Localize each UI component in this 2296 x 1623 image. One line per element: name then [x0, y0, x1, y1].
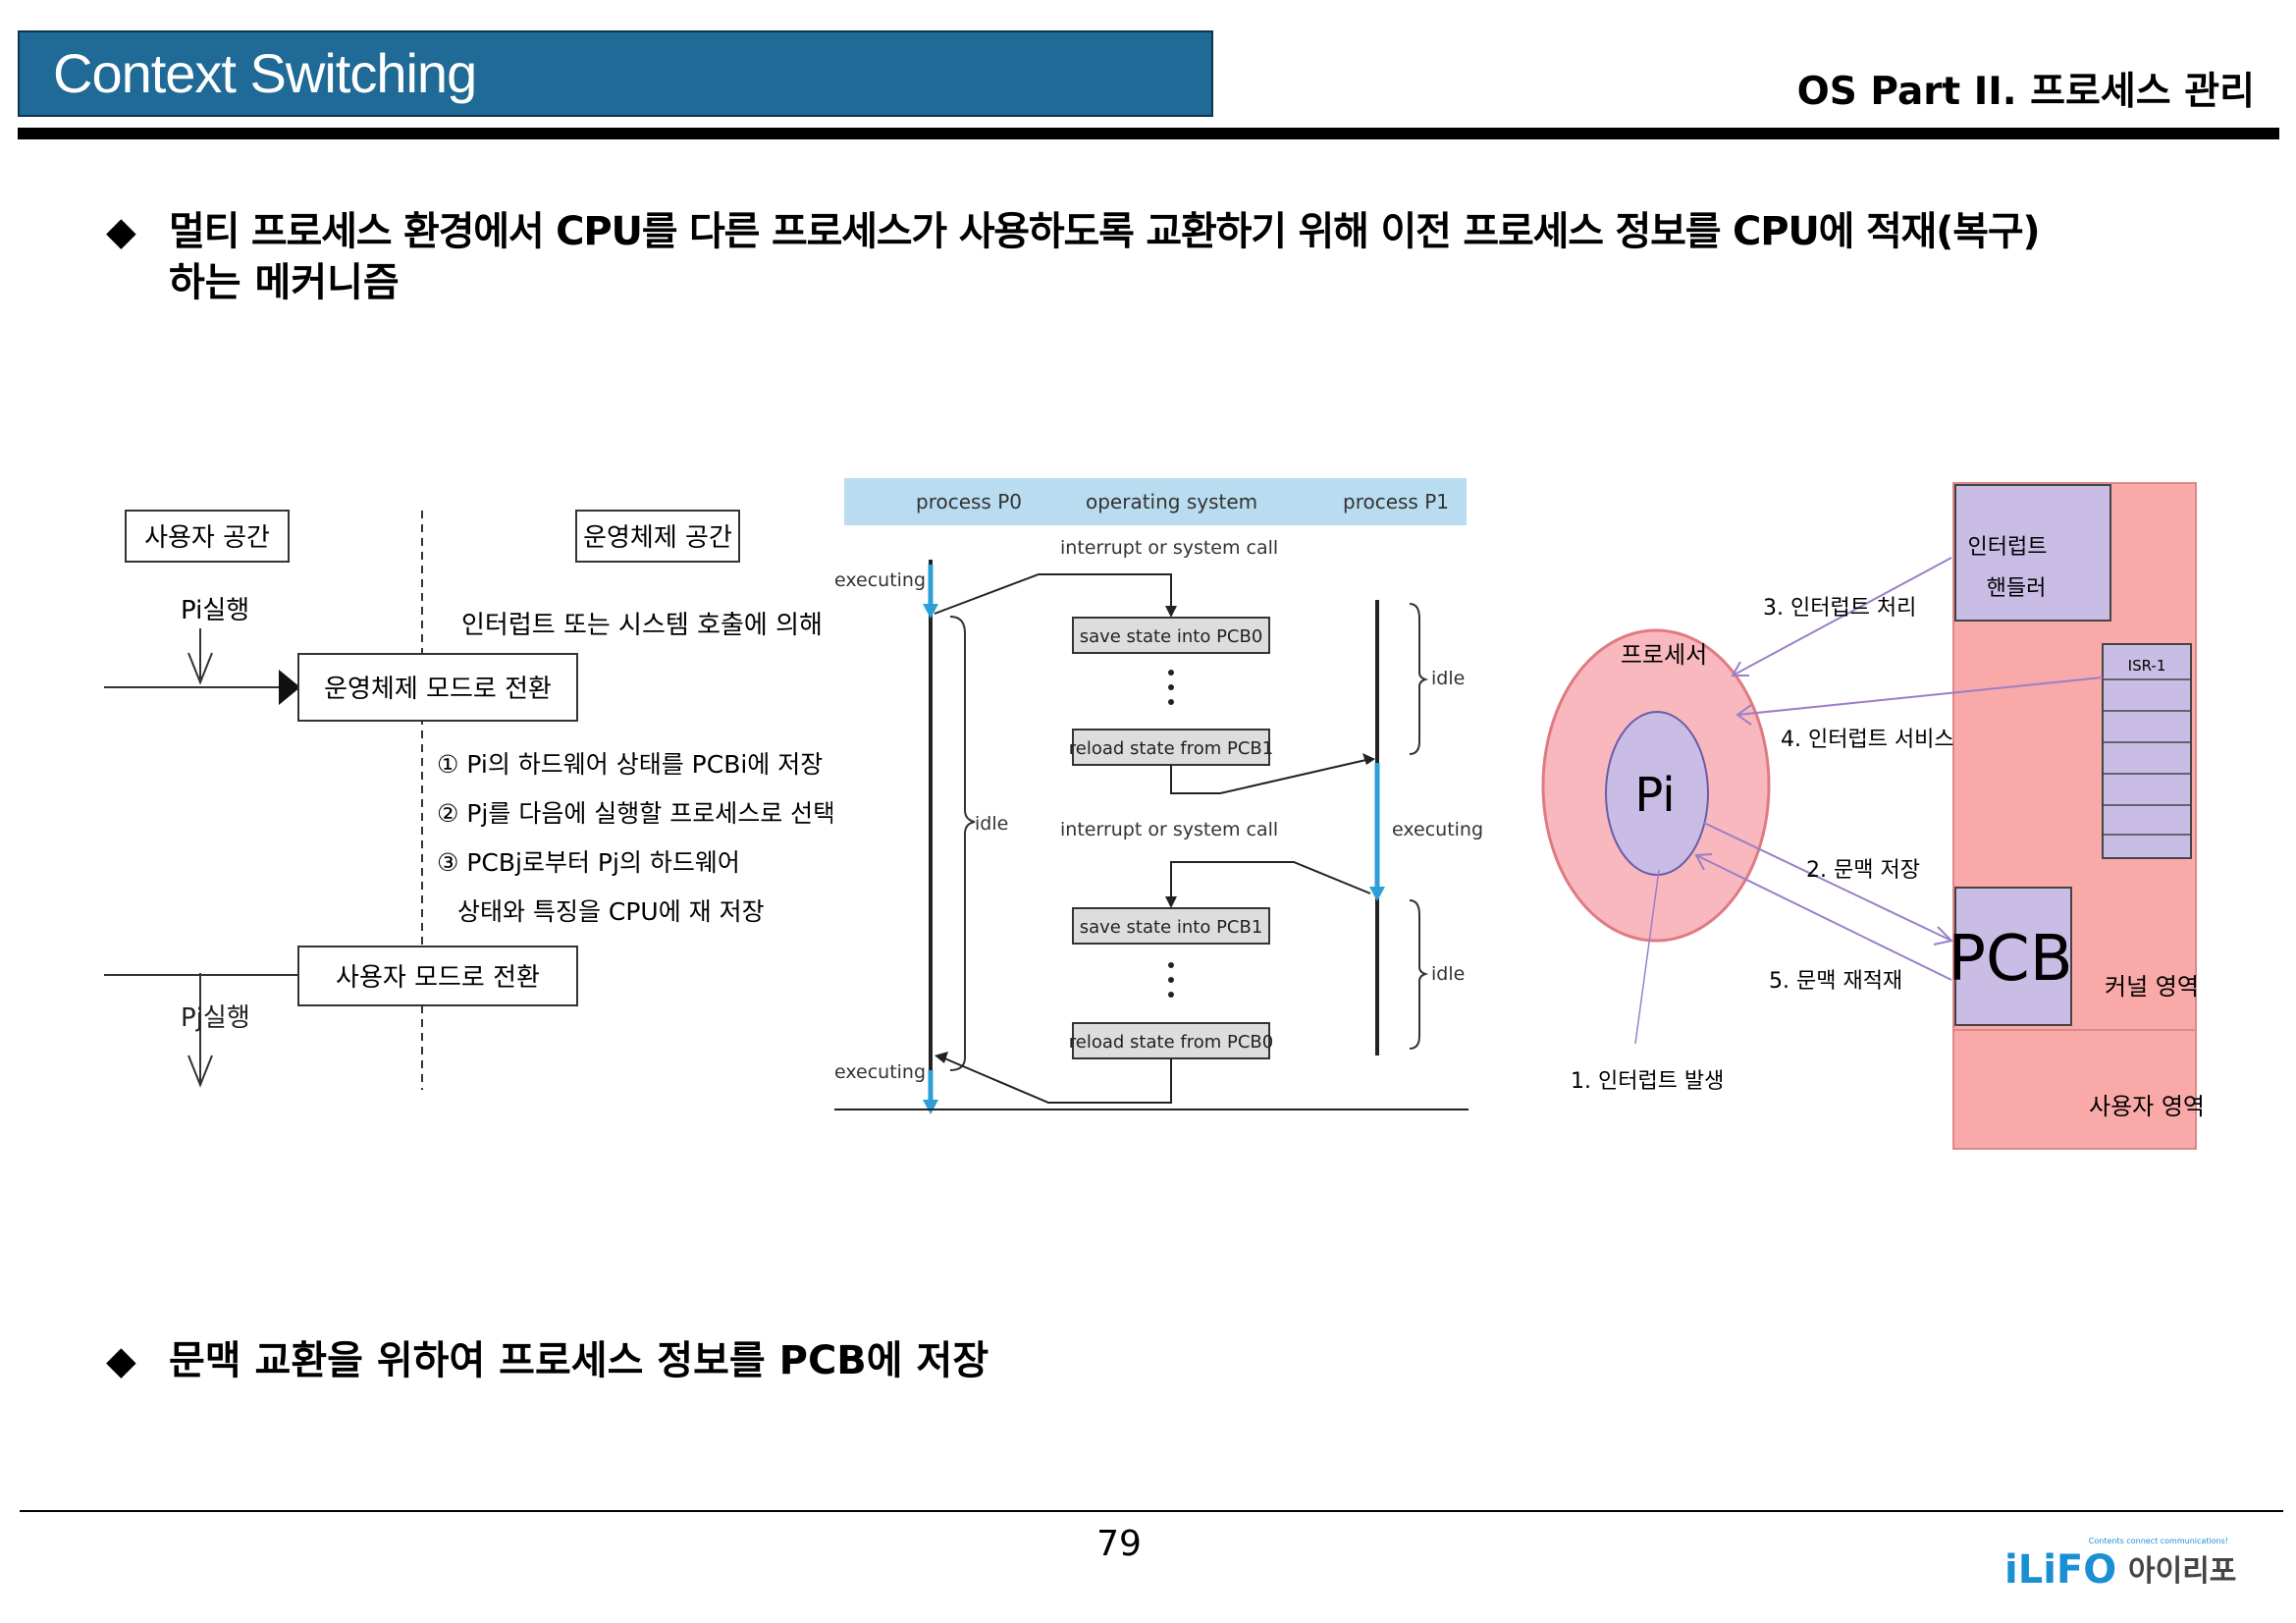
handler-line1: 인터럽트 [1968, 535, 2048, 560]
to-os-mode-label: 운영체제 모드로 전환 [324, 675, 552, 704]
isr-table [2102, 643, 2192, 859]
reload-pcb0-label: reload state from PCB0 [1069, 1032, 1273, 1053]
page-number: 79 [1096, 1524, 1142, 1564]
save-pcb0-label: save state into PCB0 [1080, 626, 1263, 647]
user-area-label: 사용자 영역 [2089, 1093, 2205, 1120]
slide-title: Context Switching [53, 42, 477, 104]
logo-korean: 아이리포 [2128, 1554, 2236, 1589]
header-os: operating system [1086, 490, 1257, 514]
pcb-label: PCB [1948, 923, 2072, 996]
handler-line2: 핸들러 [1987, 576, 2047, 601]
step-3a-label: ③ PCBj로부터 Pj의 하드웨어 [437, 848, 740, 877]
step-2-label: ② Pj를 다음에 실행할 프로세스로 선택 [437, 799, 835, 828]
logo-wordmark: iLiFO [2004, 1547, 2116, 1593]
reload-pcb1-label: reload state from PCB1 [1069, 738, 1273, 759]
process-switch-diagram: process P0 operating system process P1 e… [832, 476, 1483, 1114]
os-space-label: 운영체제 공간 [583, 523, 732, 553]
bullet-text-line2: 하는 메커니즘 [169, 260, 400, 305]
timeline-header [844, 478, 1467, 525]
interrupt-context-diagram: 인터럽트 핸들러 ISR-1 PCB 커널 영역 사용자 영역 프로세서 Pi … [1541, 482, 2205, 1150]
step1-label: 1. 인터럽트 발생 [1571, 1069, 1724, 1094]
kernel-area-label: 커널 영역 [2105, 973, 2199, 1001]
executing-p1: executing [1392, 819, 1483, 840]
os-space-box [575, 510, 740, 563]
pi-label: Pi [1634, 768, 1675, 823]
step-3b-label: 상태와 특징을 CPU에 재 저장 [457, 897, 765, 926]
pi-ellipse [1605, 711, 1709, 876]
footer-divider [20, 1510, 2283, 1512]
reload-pcb0-box [1072, 1022, 1270, 1059]
save-pcb1-box [1072, 907, 1270, 945]
executing-bottom: executing [834, 1061, 926, 1083]
logo-tagline: Contents connect communications! [2089, 1537, 2228, 1545]
diamond-bullet-icon: ◆ [106, 1338, 136, 1383]
bullet-text: 문맥 교환을 위하여 프로세스 정보를 PCB에 저장 [169, 1338, 989, 1383]
step-1-label: ① Pi의 하드웨어 상태를 PCBi에 저장 [437, 750, 823, 779]
save-pcb1-label: save state into PCB1 [1080, 917, 1263, 938]
title-banner [18, 30, 1213, 117]
isr-label: ISR-1 [2128, 657, 2166, 675]
interrupt-label-2: interrupt or system call [1060, 819, 1278, 840]
pj-exec-label: Pj실행 [181, 1003, 250, 1033]
pcb-box [1954, 887, 2072, 1026]
header-divider [18, 128, 2279, 139]
interrupt-label-1: interrupt or system call [1060, 537, 1278, 559]
to-user-mode-label: 사용자 모드로 전환 [336, 963, 540, 993]
to-user-mode-box [297, 946, 578, 1006]
idle-p1-top: idle [1431, 668, 1465, 689]
user-space-box [125, 510, 290, 563]
bullet-text-line1: 멀티 프로세스 환경에서 CPU를 다른 프로세스가 사용하도록 교환하기 위해… [169, 209, 2041, 254]
ilifo-logo: Contents connect communications! iLiFO 아… [2004, 1537, 2236, 1593]
to-os-mode-box [297, 653, 578, 722]
user-space-label: 사용자 공간 [144, 523, 270, 553]
executing-top: executing [834, 569, 926, 591]
step4-label: 4. 인터럽트 서비스 [1781, 728, 1954, 752]
cause-label: 인터럽트 또는 시스템 호출에 의해 [461, 611, 823, 640]
idle-p0: idle [975, 813, 1008, 835]
save-pcb0-box [1072, 617, 1270, 654]
slide-subtitle: OS Part II. 프로세스 관리 [1796, 70, 2255, 114]
step2-label: 2. 문맥 저장 [1806, 858, 1920, 883]
interrupt-handler-box [1954, 484, 2111, 622]
header-p0: process P0 [916, 490, 1022, 514]
processor-label: 프로세서 [1621, 641, 1707, 669]
idle-p1-bottom: idle [1431, 963, 1465, 985]
pi-exec-label: Pi실행 [181, 596, 249, 625]
header-p1: process P1 [1343, 490, 1449, 514]
diamond-bullet-icon: ◆ [106, 209, 136, 254]
step5-label: 5. 문맥 재적재 [1769, 969, 1902, 994]
mode-switch-diagram: 사용자 공간 운영체제 공간 Pi실행 인터럽트 또는 시스템 호출에 의해 운… [98, 496, 835, 1095]
step3-label: 3. 인터럽트 처리 [1763, 596, 1916, 621]
